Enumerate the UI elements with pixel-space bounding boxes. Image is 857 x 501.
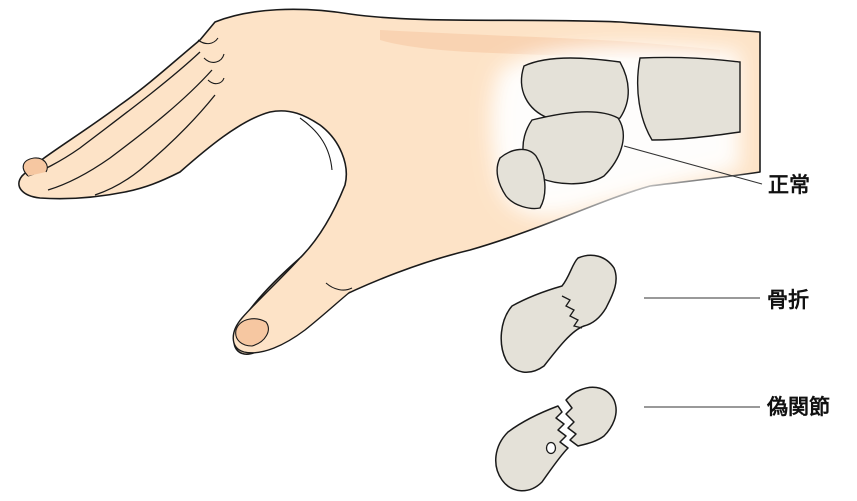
bone-cyst-hole bbox=[547, 443, 556, 454]
normal-scaphoid-group bbox=[492, 45, 763, 216]
label-fracture: 骨折 bbox=[767, 290, 809, 311]
pseudarthrosis-upper-fragment bbox=[566, 387, 616, 446]
pseudarthrosis-bone-group bbox=[496, 387, 760, 491]
label-normal: 正常 bbox=[768, 175, 810, 196]
pseudarthrosis-lower-fragment bbox=[496, 406, 568, 491]
fracture-bone bbox=[501, 255, 616, 372]
forearm-bone bbox=[638, 57, 740, 140]
fracture-bone-group bbox=[501, 255, 760, 372]
label-pseudarthrosis: 偽関節 bbox=[767, 397, 830, 418]
